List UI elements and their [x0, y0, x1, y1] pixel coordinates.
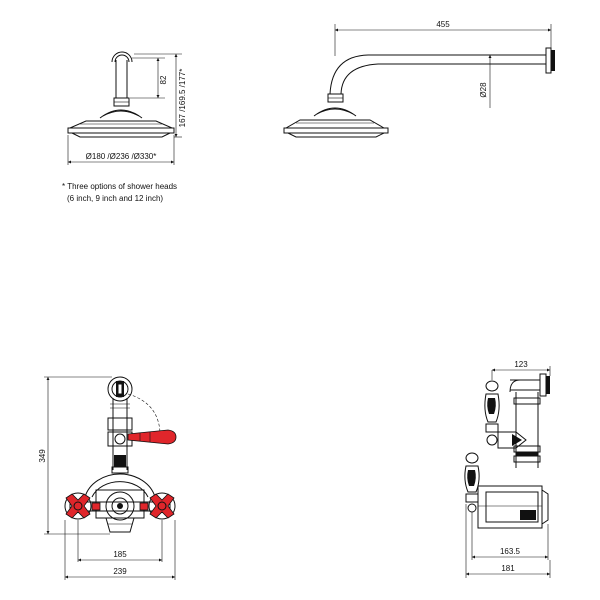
shower-arm-side-view [283, 47, 555, 138]
dimension-valve-height: 349 [38, 376, 112, 535]
shower-head-options-note-line2: (6 inch, 9 inch and 12 inch) [67, 194, 163, 203]
dimension-height-options-label: 167 /169.5 /177* [178, 69, 187, 128]
dimension-side-outer-depth: 181 [465, 504, 551, 578]
dimension-side-inner-depth: 163.5 [471, 512, 549, 560]
dimension-181-label: 181 [501, 564, 515, 573]
dimension-239-label: 239 [113, 567, 127, 576]
dimension-valve-outer-width: 239 [64, 520, 176, 580]
dimension-82-label: 82 [159, 75, 168, 84]
dimension-arm-drop: 82 [130, 57, 168, 99]
dimension-height-options: 167 /169.5 /177* [134, 53, 187, 138]
dimension-head-diameters: Ø180 /Ø236 /Ø330* [67, 135, 175, 165]
dimension-163-5-label: 163.5 [500, 547, 521, 556]
dimension-side-top-depth: 123 [491, 360, 551, 380]
dimension-455-label: 455 [436, 20, 450, 29]
dimension-123-label: 123 [514, 360, 528, 369]
dimension-valve-inner-width: 185 [77, 520, 163, 562]
shower-head-front-view [67, 51, 175, 138]
dimension-diameter-28-label: Ø28 [479, 82, 488, 98]
dimension-349-label: 349 [38, 449, 47, 463]
shower-head-options-note-line1: * Three options of shower heads [62, 182, 177, 191]
dimension-arm-diameter: Ø28 [479, 55, 492, 108]
dimension-arm-length: 455 [334, 20, 552, 56]
valve-front-view [64, 376, 177, 533]
dimension-185-label: 185 [113, 550, 127, 559]
dimension-diameters-label: Ø180 /Ø236 /Ø330* [86, 152, 157, 161]
valve-side-view [464, 373, 550, 529]
